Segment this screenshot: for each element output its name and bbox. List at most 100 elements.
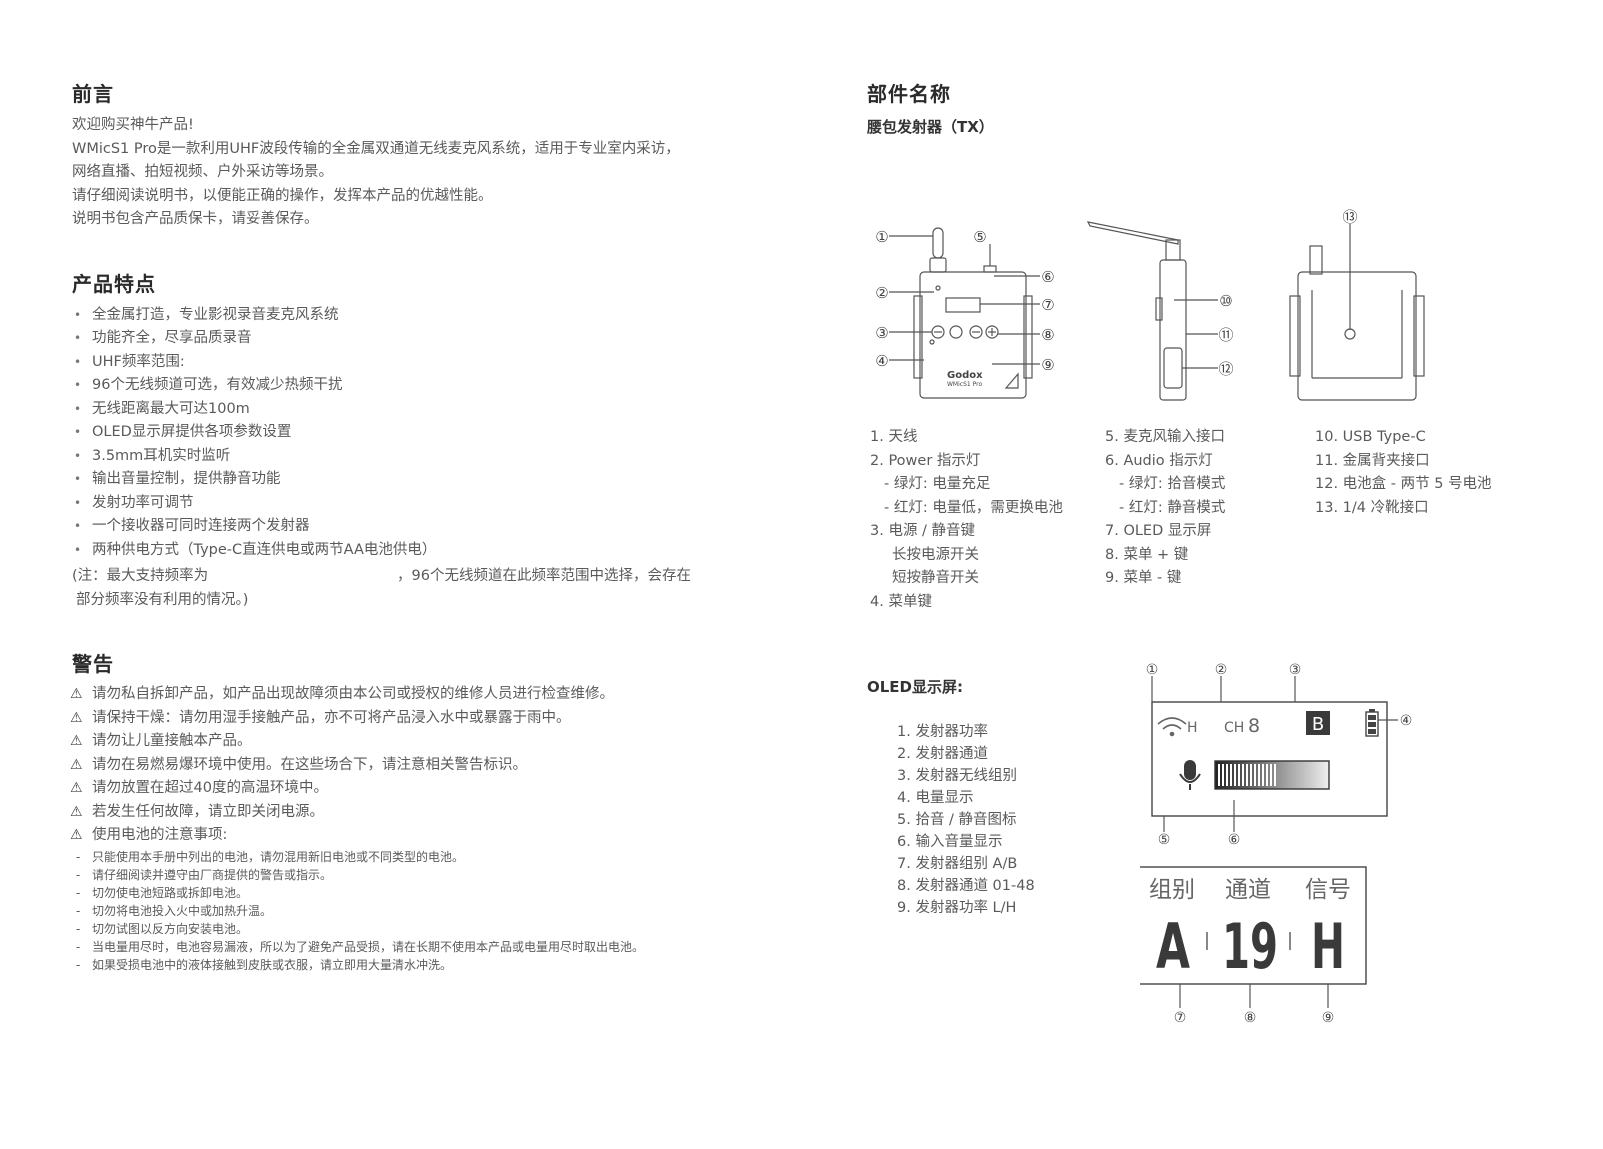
feature-item: 功能齐全，尽享品质录音 [74,326,251,350]
callout: ⑤ [973,228,986,246]
level-tick [1246,764,1248,786]
callout: ② [875,284,888,302]
parts-legend-line: 4. 菜单键 [870,594,932,610]
level-tick [1266,764,1268,786]
warning-item: ⚠若发生任何故障，请立即关闭电源。 [70,800,324,824]
preface-line: 说明书包含产品质保卡，请妥善保存。 [72,211,319,227]
callout: ③ [875,324,888,342]
side-view [1086,221,1187,401]
feature-item: 3.5mm耳机实时监听 [74,444,230,468]
feature-item: 一个接收器可同时连接两个发射器 [74,514,309,538]
callout: ⑩ [1219,292,1232,310]
callout: ④ [875,352,888,370]
big-value-channel: 19 [1222,910,1278,983]
level-tick [1234,764,1236,786]
oled-diagram: H CH 8 B 组别 通道 信号 A 19 H ① ② ③ ④ [1140,662,1412,1026]
feature-item: 全金属打造，专业影视录音麦克风系统 [74,303,338,327]
level-tick [1222,764,1224,786]
callout: ⑬ [1342,208,1357,226]
battery-note: 请仔细阅读并遵守由厂商提供的警告或指示。 [76,866,332,884]
parts-title: 部件名称 [867,82,951,106]
level-tick [1274,764,1276,786]
feature-item: 96个无线频道可选，有效减少热频干扰 [74,373,342,397]
oled-callout: ⑦ [1174,1010,1187,1026]
oled-callout: ③ [1289,662,1302,678]
oled-legend-line: 1. 发射器功率 [897,724,988,740]
level-tick [1254,764,1256,786]
parts-legend-line: 6. Audio 指示灯 [1105,453,1213,469]
parts-legend-line: 8. 菜单 + 键 [1105,547,1189,563]
oled-legend-line: 5. 拾音 / 静音图标 [897,812,1017,828]
back-view [1289,245,1425,401]
callout: ⑦ [1041,296,1054,314]
features-title: 产品特点 [72,272,156,296]
warning-item: ⚠使用电池的注意事项: [70,823,227,847]
parts-legend-line: - 绿灯: 拾音模式 [1119,476,1226,492]
warning-item: ⚠请勿放置在超过40度的高温环境中。 [70,776,328,800]
oled-callout: ⑧ [1244,1010,1257,1026]
parts-legend-line: 1. 天线 [870,429,918,445]
battery-icon [1365,709,1379,737]
big-value-group: A [1156,910,1190,983]
warning-triangle-icon: ⚠ [70,827,83,843]
parts-subtitle: 腰包发射器（TX） [867,118,994,136]
oled-screen [1151,701,1388,817]
oled-legend-line: 9. 发射器功率 L/H [897,900,1017,916]
feature-item: 发射功率可调节 [74,491,193,515]
preface-line: WMicS1 Pro是一款利用UHF波段传输的全金属双通道无线麦克风系统，适用于… [72,141,680,157]
battery-note: 切勿将电池投入火中或加热升温。 [76,902,272,920]
warning-item: ⚠请勿私自拆卸产品，如产品出现故障须由本公司或授权的维修人员进行检查维修。 [70,682,614,706]
oled-legend-line: 2. 发射器通道 [897,746,988,762]
warning-triangle-icon: ⚠ [70,686,83,702]
preface-line: 请仔细阅读说明书，以便能正确的操作，发挥本产品的优越性能。 [72,188,493,204]
parts-legend-line: 13. 1/4 冷靴接口 [1315,500,1429,516]
callout: ⑫ [1218,360,1233,378]
front-view [913,227,1033,399]
oled-legend-line: 3. 发射器无线组别 [897,768,1017,784]
device-brand: Godox [947,370,983,381]
callout: ⑪ [1218,326,1233,344]
oled-legend-line: 4. 电量显示 [897,790,974,806]
feature-item: OLED显示屏提供各项参数设置 [74,420,291,444]
battery-note: 切勿试图以反方向安装电池。 [76,920,248,938]
level-tick [1250,764,1252,786]
level-tick [1238,764,1240,786]
oled-legend-line: 6. 输入音量显示 [897,834,1003,850]
oled-legend-line: 8. 发射器通道 01-48 [897,878,1035,894]
feature-item: 两种供电方式（Type-C直连供电或两节AA电池供电） [74,538,436,562]
device-model: WMicS1 Pro [947,381,982,388]
parts-legend-line: - 红灯: 静音模式 [1119,500,1226,516]
level-tick [1242,764,1244,786]
big-label-channel: 通道 [1225,877,1271,903]
big-value-signal: H [1311,910,1345,983]
callout: ⑥ [1041,268,1054,286]
features-note: ，96个无线频道在此频率范围中选择，会存在 [397,568,691,584]
warning-item: ⚠请保持干燥：请勿用湿手接触产品，亦不可将产品浸入水中或暴露于雨中。 [70,706,571,730]
battery-note: 如果受损电池中的液体接触到皮肤或衣服，请立即用大量清水冲洗。 [76,956,452,974]
parts-legend-line: 短按静音开关 [892,570,979,586]
preface-line: 欢迎购买神牛产品! [72,117,194,133]
warning-item: ⚠请勿在易燃易爆环境中使用。在这些场合下，请注意相关警告标识。 [70,753,527,777]
warning-title: 警告 [72,652,114,676]
big-label-group: 组别 [1149,877,1195,903]
battery-note: 当电量用尽时，电池容易漏液，所以为了避免产品受损，请在长期不使用本产品或电量用尽… [76,938,644,956]
big-label-signal: 信号 [1305,877,1351,903]
oled-legend-line: 7. 发射器组别 A/B [897,856,1018,872]
oled-callout: ⑥ [1228,832,1241,848]
callout: ⑨ [1041,356,1054,374]
parts-legend-line: - 绿灯: 电量充足 [884,476,991,492]
level-tick [1270,764,1272,786]
features-note: 部分频率没有利用的情况。) [76,592,249,608]
warning-item: ⚠请勿让儿童接触本产品。 [70,729,252,753]
parts-legend-line: 7. OLED 显示屏 [1105,523,1212,539]
parts-legend-line: 10. USB Type-C [1315,429,1426,445]
features-note: (注：最大支持频率为 [72,568,209,584]
warning-triangle-icon: ⚠ [70,733,83,749]
feature-item: 无线距离最大可达100m [74,397,250,421]
callout: ⑧ [1041,326,1054,344]
parts-legend-line: - 红灯: 电量低，需更换电池 [884,500,1063,516]
preface-title: 前言 [72,82,114,106]
parts-legend-line: 3. 电源 / 静音键 [870,523,976,539]
channel-label: CH [1224,720,1244,736]
oled-callout: ⑨ [1322,1010,1335,1026]
